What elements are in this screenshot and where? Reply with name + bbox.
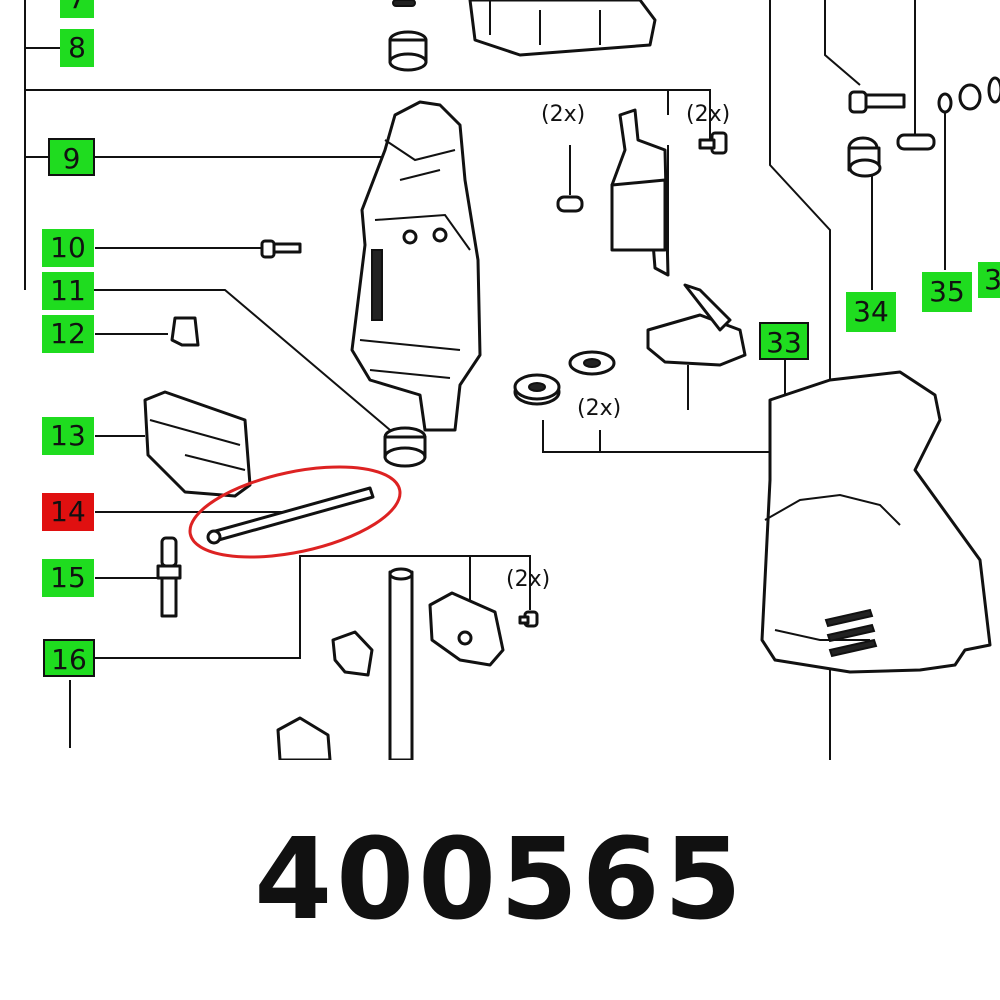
sleeve-part-8[interactable] [388, 0, 428, 72]
callout-35[interactable]: 35 [922, 272, 972, 312]
callout-8[interactable]: 8 [60, 29, 94, 67]
callout-33[interactable]: 33 [759, 322, 809, 360]
callout-34[interactable]: 34 [846, 292, 896, 332]
quantity-note: (2x) [541, 102, 586, 127]
lever-part-33[interactable] [646, 283, 747, 367]
exploded-parts-diagram [24, 0, 1000, 760]
quantity-note: (2x) [506, 567, 551, 592]
screw-right[interactable] [848, 90, 906, 114]
washers-part-35[interactable] [937, 76, 1000, 114]
callout-9[interactable]: 9 [48, 138, 95, 176]
quantity-note: (2x) [577, 396, 622, 421]
callout-11[interactable]: 11 [42, 272, 94, 310]
pin-part-14[interactable] [182, 451, 408, 574]
guide-rod[interactable] [388, 567, 414, 760]
housing-part-9[interactable] [350, 100, 482, 432]
callout-12[interactable]: 12 [42, 315, 94, 353]
clip-lower[interactable] [276, 716, 332, 760]
leader-lines [24, 0, 946, 760]
washer-large[interactable] [513, 373, 561, 406]
callout-7[interactable]: 7 [60, 0, 94, 18]
callout-13[interactable]: 13 [42, 417, 94, 455]
sleeve-part-34[interactable] [847, 136, 882, 178]
screw-part-10[interactable] [260, 239, 302, 259]
screw-upper[interactable] [698, 131, 728, 155]
callout-14[interactable]: 14 [42, 493, 94, 531]
motor-housing-top[interactable] [468, 0, 657, 57]
washer-medium[interactable] [568, 350, 616, 376]
pin-right[interactable] [896, 133, 936, 151]
clip-part-16[interactable] [331, 630, 374, 677]
callout-10[interactable]: 10 [42, 229, 94, 267]
callout-15[interactable]: 15 [42, 559, 94, 597]
callout-3[interactable]: 3 [978, 262, 1000, 298]
part-number: 400565 [254, 815, 746, 945]
callout-16[interactable]: 16 [43, 639, 95, 677]
screw-slider[interactable] [518, 610, 539, 628]
handle-housing[interactable] [760, 370, 992, 674]
lever-assembly[interactable] [610, 108, 670, 277]
bracket-part-13[interactable] [143, 390, 252, 498]
quantity-note: (2x) [686, 102, 731, 127]
pin-small[interactable] [556, 195, 584, 213]
highlight-ellipse [188, 465, 402, 559]
bolt-part-15[interactable] [156, 536, 182, 618]
slider-block[interactable] [428, 591, 505, 667]
spacer-part-11[interactable] [383, 426, 427, 468]
clip-part-12[interactable] [170, 316, 200, 347]
